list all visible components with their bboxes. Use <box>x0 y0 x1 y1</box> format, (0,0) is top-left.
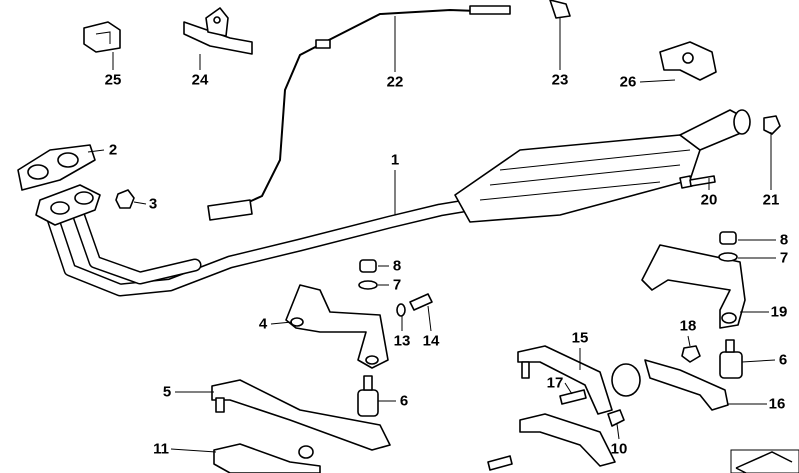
callout-23: 23 <box>551 71 569 89</box>
bracket-part-5 <box>211 379 391 451</box>
leader-lines <box>87 16 776 453</box>
gasket-part-2 <box>17 144 96 191</box>
callout-1: 1 <box>390 151 400 169</box>
callout-16: 16 <box>768 395 786 413</box>
rubber-mount-part-8-mid <box>359 259 377 273</box>
callout-4: 4 <box>258 315 268 333</box>
callout-20: 20 <box>700 191 718 209</box>
callout-24: 24 <box>191 71 209 89</box>
bolt-part-20 <box>679 175 716 189</box>
callout-25: 25 <box>104 71 122 89</box>
callout-2: 2 <box>108 141 118 159</box>
bracket-part-4 <box>285 284 389 369</box>
page-corner-icon <box>730 449 799 473</box>
nut-part-10 <box>607 409 625 427</box>
nut-part-18 <box>681 345 701 363</box>
callout-17: 17 <box>546 374 564 392</box>
callout-6-mid: 6 <box>399 392 409 410</box>
callout-7-right: 7 <box>779 249 789 267</box>
callout-7-mid: 7 <box>392 276 402 294</box>
catalytic-converter <box>454 109 751 223</box>
callout-3: 3 <box>148 195 158 213</box>
bolt-part-14 <box>409 293 433 311</box>
rubber-mount-part-6-right <box>719 339 743 379</box>
callout-21: 21 <box>762 191 780 209</box>
oxygen-sensor-cable-part-22 <box>207 5 511 221</box>
callout-10: 10 <box>610 440 628 458</box>
hanger-part-16 <box>611 359 729 411</box>
clip-part-25 <box>83 21 121 53</box>
bolt-part-17 <box>559 389 587 405</box>
bracket-part-lower <box>487 413 616 471</box>
nut-part-3 <box>115 189 135 209</box>
callout-15: 15 <box>571 329 589 347</box>
callout-19: 19 <box>770 303 788 321</box>
callout-6-right: 6 <box>778 351 788 369</box>
washer-part-13 <box>396 303 406 317</box>
washer-part-7-mid <box>358 280 378 290</box>
clip-part-23 <box>549 0 571 19</box>
bracket-part-26 <box>659 41 717 81</box>
bracket-part-19 <box>641 244 746 329</box>
callout-26: 26 <box>619 73 637 91</box>
callout-13: 13 <box>393 332 411 350</box>
callout-11: 11 <box>153 440 169 458</box>
bracket-part-15 <box>517 345 613 415</box>
callout-5: 5 <box>162 383 172 401</box>
callout-22: 22 <box>386 73 404 91</box>
washer-part-7-right <box>718 252 738 262</box>
callout-8-right: 8 <box>779 231 789 249</box>
rubber-mount-part-8-right <box>719 231 737 245</box>
callout-8-mid: 8 <box>392 257 402 275</box>
bracket-part-11 <box>213 443 321 473</box>
rubber-mount-part-6-mid <box>357 375 379 417</box>
callout-14: 14 <box>422 332 440 350</box>
callout-18: 18 <box>679 317 697 335</box>
front-pipe-part-1 <box>35 184 477 297</box>
bracket-part-24 <box>183 7 253 55</box>
nut-part-21 <box>763 115 781 135</box>
